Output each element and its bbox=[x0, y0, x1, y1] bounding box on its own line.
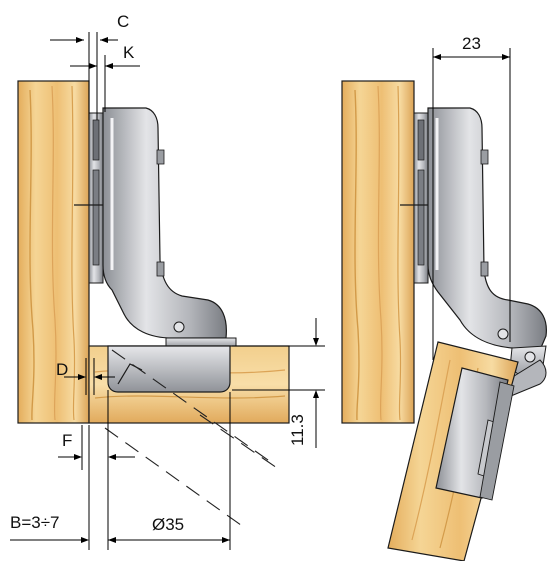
right-view-open: 23 bbox=[341, 34, 547, 562]
label-overlay: 23 bbox=[462, 34, 481, 53]
dimension-overlay: 23 bbox=[432, 34, 511, 360]
dimension-b: B=3÷7 bbox=[10, 425, 90, 550]
hinge-cup bbox=[107, 345, 231, 393]
cabinet-side-panel-right bbox=[341, 80, 415, 424]
hinge-arm bbox=[102, 107, 237, 349]
left-view-closed: C K D F bbox=[10, 12, 325, 550]
label-b-range: B=3÷7 bbox=[10, 513, 60, 532]
dimension-d: D bbox=[56, 358, 115, 395]
label-k: K bbox=[123, 43, 135, 62]
label-cup-depth: 11.3 bbox=[288, 414, 307, 446]
dimension-cup-depth: 11.3 bbox=[232, 318, 325, 448]
label-f: F bbox=[62, 431, 72, 450]
drill-guide-lines bbox=[104, 349, 281, 529]
label-d: D bbox=[56, 360, 68, 379]
label-cup-diameter: Ø35 bbox=[152, 515, 184, 534]
dimension-f: F bbox=[58, 390, 135, 470]
dimension-c: C bbox=[50, 12, 129, 120]
hinge-cup-right bbox=[435, 367, 515, 501]
label-c: C bbox=[117, 12, 129, 31]
dimension-cup-diameter: Ø35 bbox=[107, 392, 231, 550]
dimension-k: K bbox=[70, 43, 140, 112]
mounting-plate bbox=[74, 112, 110, 284]
cabinet-side-panel bbox=[17, 80, 90, 424]
